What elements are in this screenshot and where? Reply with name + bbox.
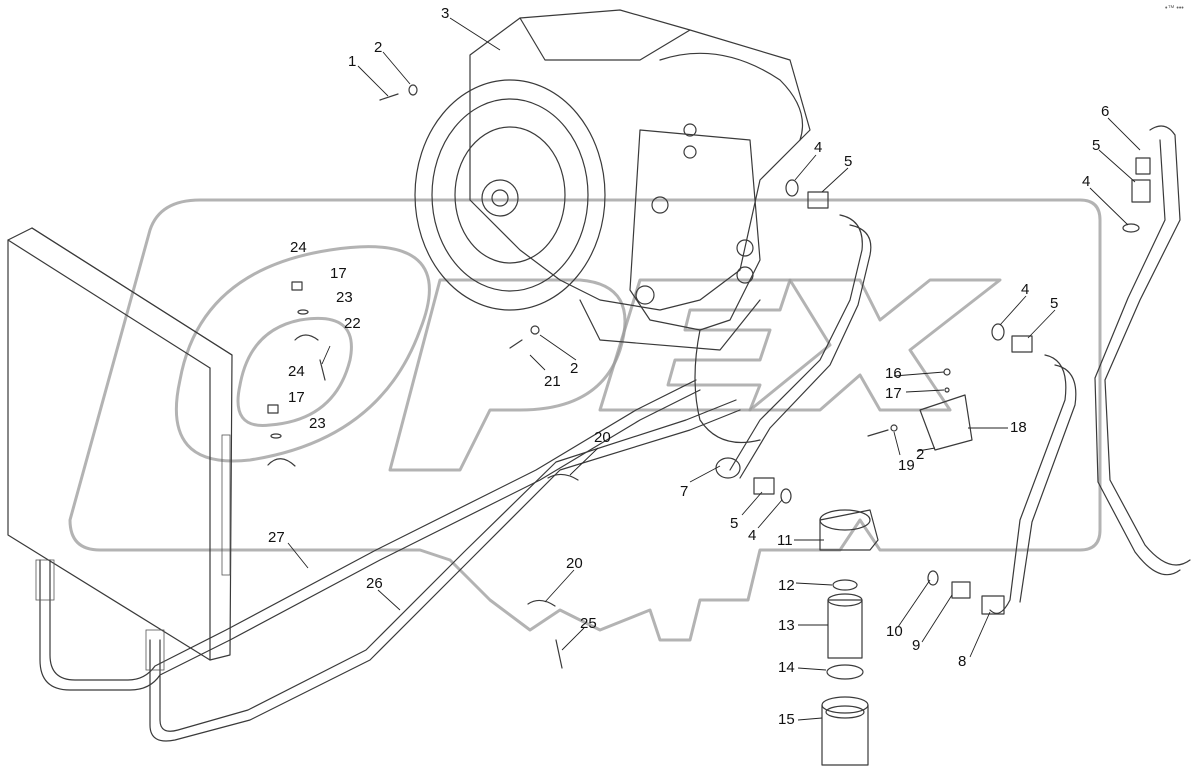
- callout-2: 2: [916, 446, 924, 463]
- callout-10: 10: [886, 623, 903, 640]
- callout-15: 15: [778, 711, 795, 728]
- callout-23: 23: [336, 289, 353, 306]
- callout-2: 2: [374, 39, 382, 56]
- callout-19: 19: [898, 457, 915, 474]
- corner-mark: •™ •••: [1165, 5, 1184, 12]
- pipe-upper: [729, 179, 1033, 479]
- callout-17: 17: [288, 389, 305, 406]
- pipe-6: [1094, 125, 1191, 576]
- callout-4: 4: [814, 139, 822, 156]
- callout-labels: 1 2 3 4 5 6 5 4 4 5 24 17 23 22 24 17 23…: [268, 5, 1184, 728]
- leader-lines: [287, 17, 1141, 721]
- callout-26: 26: [366, 575, 383, 592]
- callout-20: 20: [594, 429, 611, 446]
- callout-27: 27: [268, 529, 285, 546]
- callout-20: 20: [566, 555, 583, 572]
- callout-5: 5: [730, 515, 738, 532]
- callout-8: 8: [958, 653, 966, 670]
- callout-4: 4: [1021, 281, 1029, 298]
- callout-3: 3: [441, 5, 449, 22]
- callout-24: 24: [288, 363, 305, 380]
- hose-pipes: [35, 379, 741, 742]
- callout-11: 11: [777, 532, 793, 549]
- clamps-left: [267, 84, 579, 669]
- callout-4: 4: [1082, 173, 1090, 190]
- watermark-logo: [68, 198, 1102, 642]
- transmission-housing: [414, 9, 811, 444]
- callout-6: 6: [1101, 103, 1109, 120]
- callout-18: 18: [1010, 419, 1027, 436]
- bracket-18: [867, 368, 973, 451]
- callout-13: 13: [778, 617, 795, 634]
- callout-24: 24: [290, 239, 307, 256]
- callout-17: 17: [885, 385, 902, 402]
- callout-14: 14: [778, 659, 795, 676]
- oil-filter-assembly: [819, 509, 879, 766]
- callout-5: 5: [844, 153, 852, 170]
- callout-1: 1: [348, 53, 356, 70]
- callout-25: 25: [580, 615, 597, 632]
- callout-17: 17: [330, 265, 347, 282]
- callout-4: 4: [748, 527, 756, 544]
- callout-7: 7: [680, 483, 688, 500]
- callout-12: 12: [778, 577, 795, 594]
- callout-5: 5: [1050, 295, 1058, 312]
- callout-22: 22: [344, 315, 361, 332]
- radiator: [7, 227, 233, 661]
- callout-16: 16: [885, 365, 902, 382]
- callout-2: 2: [570, 360, 578, 377]
- callout-9: 9: [912, 637, 920, 654]
- callout-21: 21: [544, 373, 561, 390]
- callout-5: 5: [1092, 137, 1100, 154]
- pipe-8: [981, 354, 1077, 615]
- callout-23: 23: [309, 415, 326, 432]
